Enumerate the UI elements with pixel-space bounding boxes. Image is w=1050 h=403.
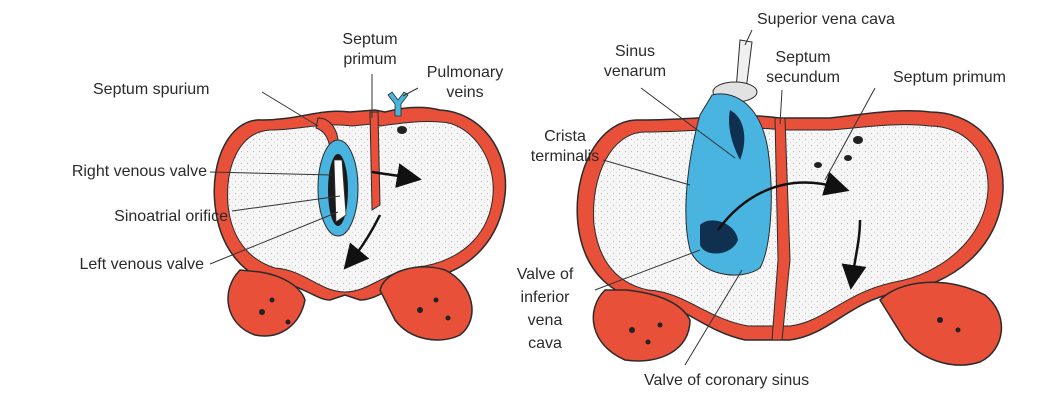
- label-septum-spurium: Septum spurium: [93, 80, 210, 99]
- label-valve-ivc-line2: inferior: [500, 288, 590, 307]
- label-sinus-venarum-line1: Sinus: [590, 42, 680, 61]
- label-septum-primum-right: Septum primum: [893, 68, 1006, 87]
- label-crista-terminalis-line2: terminalis: [520, 147, 610, 166]
- label-sinoatrial-orifice: Sinoatrial orifice: [0, 207, 228, 226]
- label-superior-vena-cava: Superior vena cava: [757, 10, 895, 29]
- left-heart: [210, 74, 506, 340]
- label-septum-secundum-line1: Septum: [748, 48, 858, 67]
- label-left-venous-valve: Left venous valve: [0, 255, 204, 274]
- label-septum-primum-left-line2: primum: [330, 50, 410, 69]
- pulmonary-vein-opening: [397, 126, 407, 134]
- label-valve-coronary-sinus: Valve of coronary sinus: [644, 371, 809, 390]
- left-septum-primum: [370, 112, 380, 210]
- right-lower-lobe-2: [880, 282, 1001, 365]
- label-valve-ivc-line1: Valve of: [500, 265, 590, 284]
- label-valve-ivc-line3: vena: [500, 311, 590, 330]
- label-crista-terminalis-line1: Crista: [520, 127, 610, 146]
- label-sinus-venarum-line2: venarum: [590, 62, 680, 81]
- label-pulmonary-veins-line2: veins: [420, 83, 510, 102]
- label-valve-ivc-line4: cava: [500, 334, 590, 353]
- label-pulmonary-veins-line1: Pulmonary: [420, 63, 510, 82]
- label-septum-primum-left-line1: Septum: [330, 30, 410, 49]
- left-lower-lobe-2: [380, 267, 472, 340]
- label-right-venous-valve: Right venous valve: [0, 162, 207, 181]
- label-septum-secundum-line2: secundum: [748, 68, 858, 87]
